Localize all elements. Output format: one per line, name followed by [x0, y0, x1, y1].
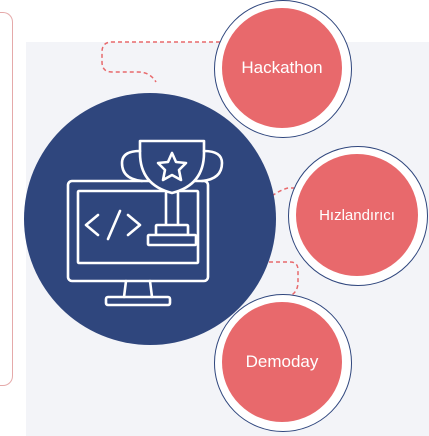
demoday-node: Demoday — [222, 302, 342, 422]
demoday-label: Demoday — [245, 352, 319, 371]
hizlandirici-label: Hızlandırıcı — [319, 206, 395, 224]
hackathon-node: Hackathon — [222, 8, 342, 128]
monitor-code-trophy-icon — [66, 139, 224, 307]
connector-hackathon — [101, 41, 220, 83]
connector-demoday — [262, 261, 299, 297]
hizlandirici-node: Hızlandırıcı — [296, 154, 418, 276]
hackathon-label: Hackathon — [241, 58, 323, 77]
hub-circle — [24, 93, 276, 345]
